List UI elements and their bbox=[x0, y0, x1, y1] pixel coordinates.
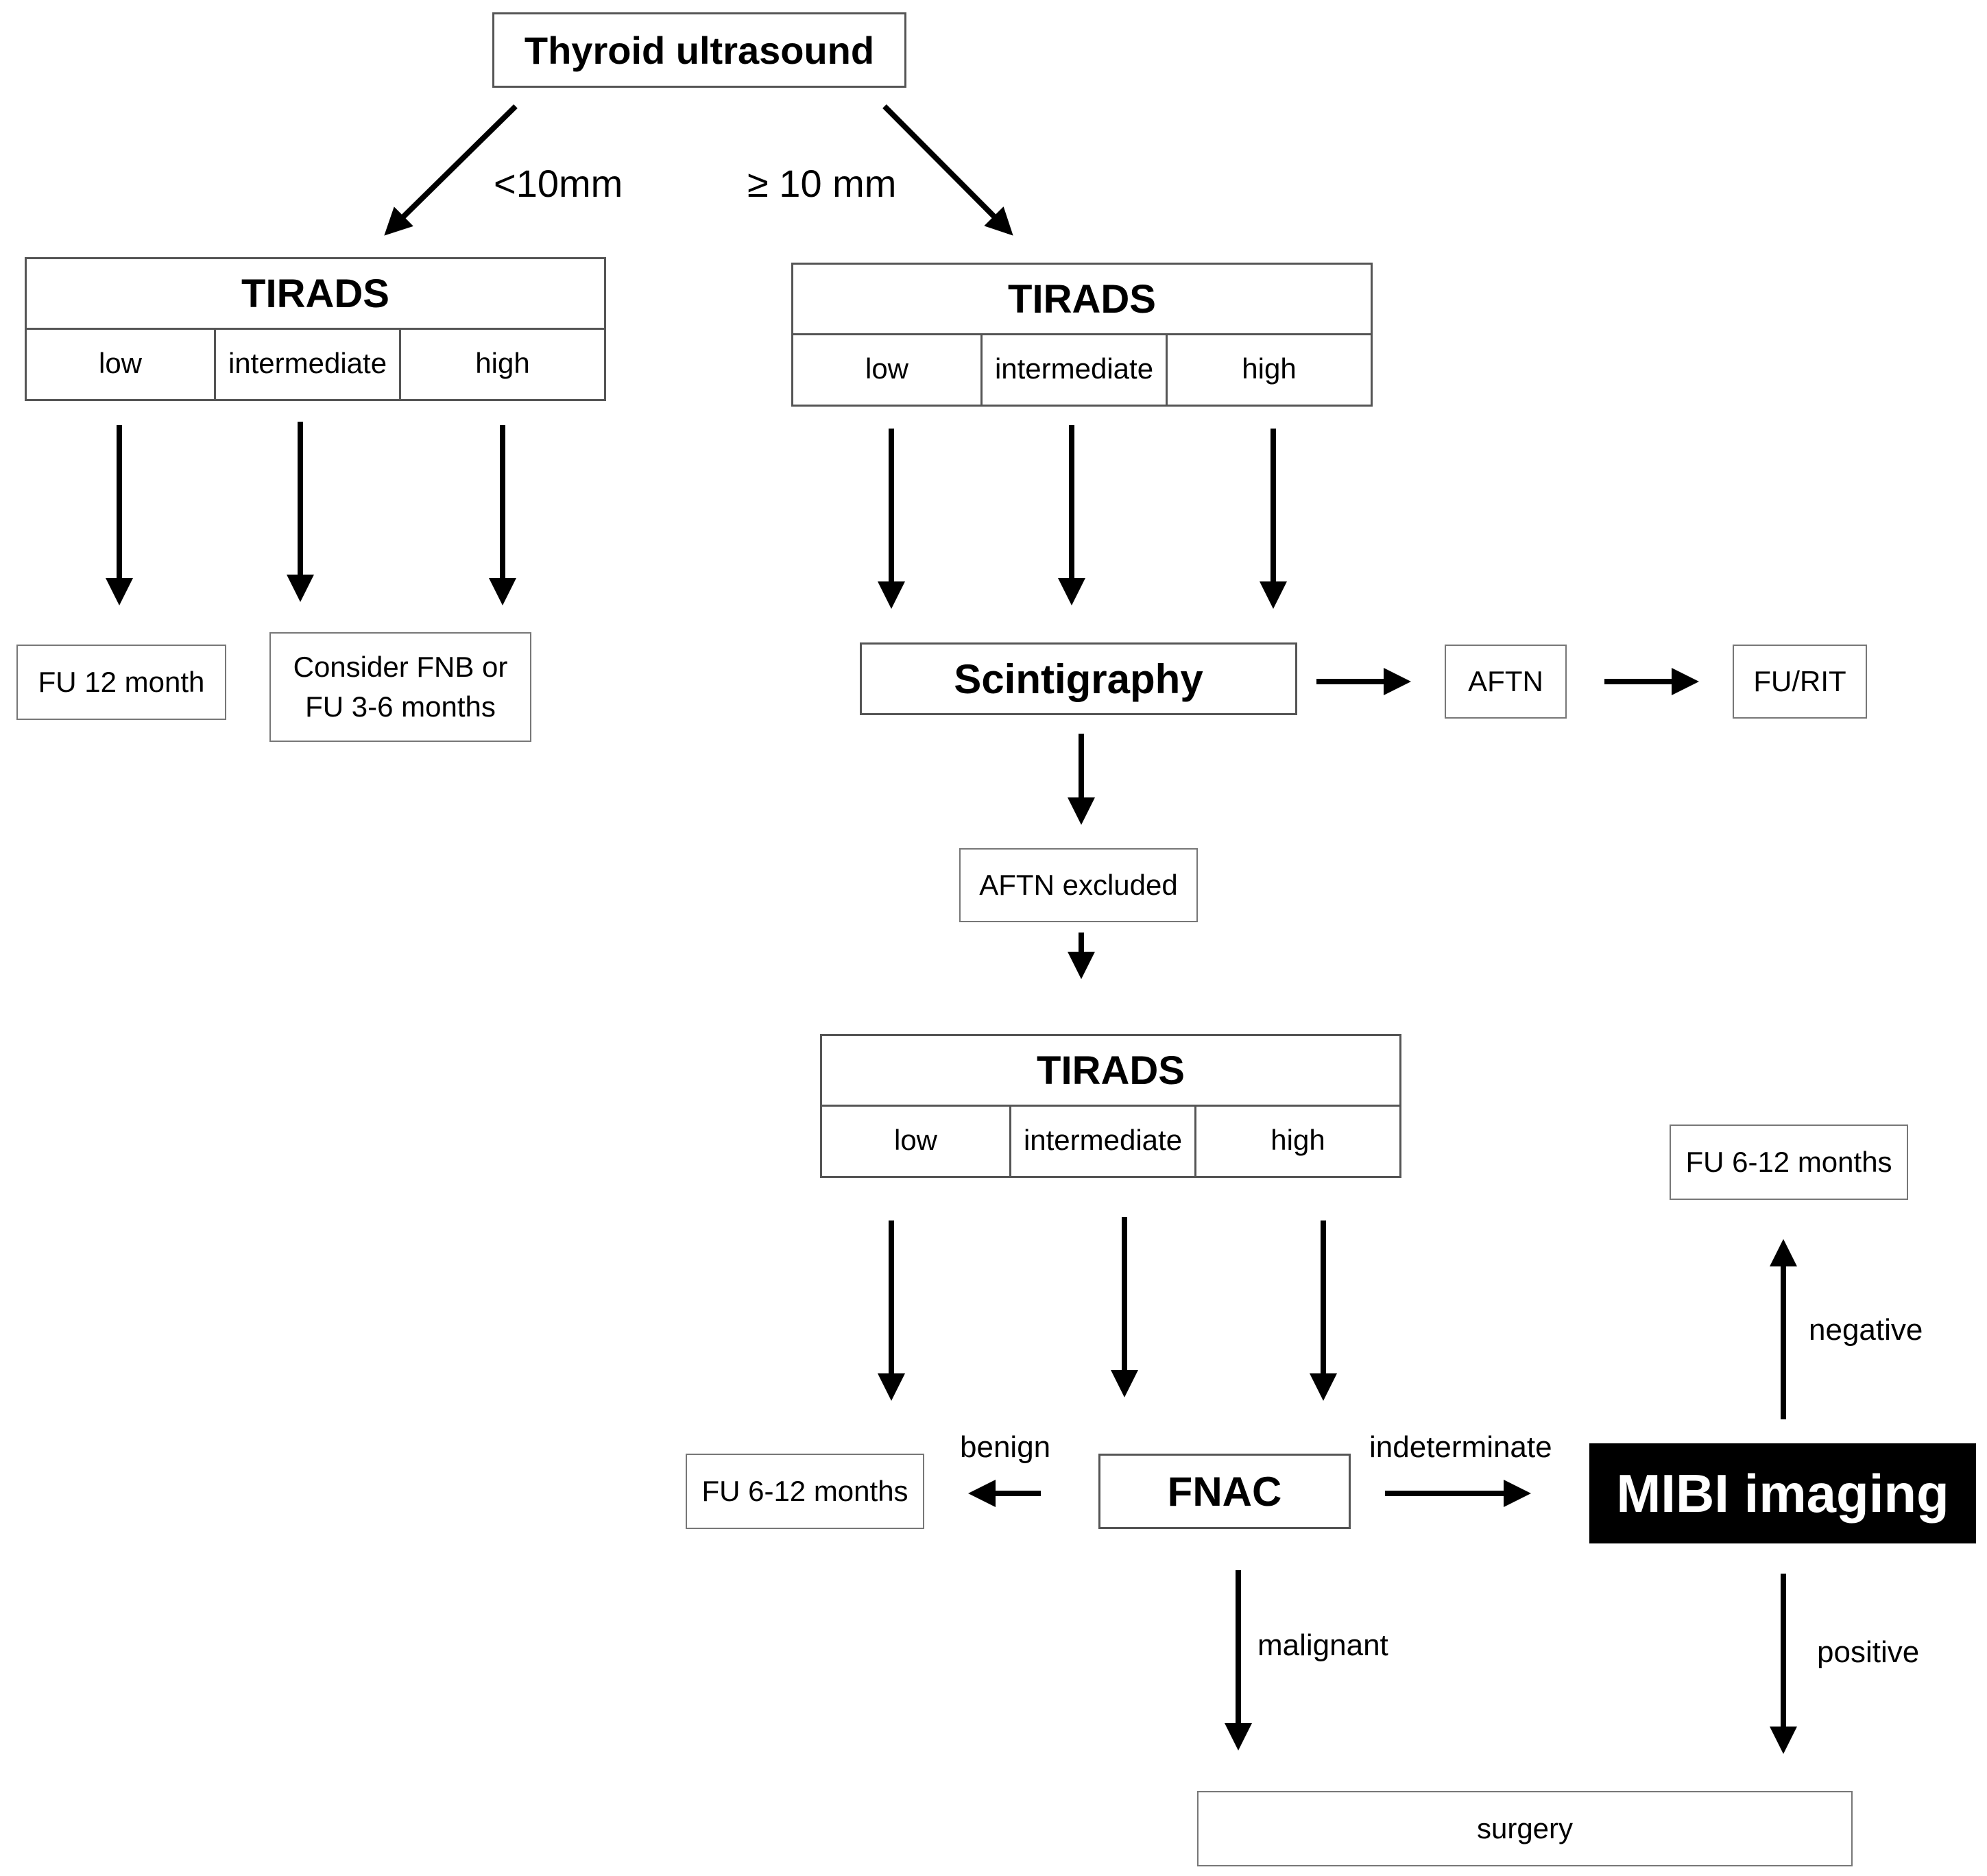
aftn-label: AFTN bbox=[1468, 665, 1543, 697]
tirads-bottom-intermediate: intermediate bbox=[1009, 1105, 1196, 1176]
edge-indeterminate-label: indeterminate bbox=[1369, 1430, 1552, 1464]
tirads-left-low: low bbox=[98, 347, 143, 379]
scintigraphy-node: Scintigraphy bbox=[860, 642, 1297, 715]
fu-rit-node: FU/RIT bbox=[1733, 645, 1867, 719]
fu-6-12-top-label: FU 6-12 months bbox=[1685, 1146, 1892, 1178]
tirads-right-title: TIRADS bbox=[793, 265, 1371, 335]
fu-12-month-node: FU 12 month bbox=[16, 645, 226, 720]
tirads-right-low: low bbox=[865, 352, 909, 385]
mibi-imaging-node: MIBI imaging bbox=[1589, 1443, 1976, 1543]
tirads-left-title: TIRADS bbox=[27, 259, 604, 330]
surgery-node: surgery bbox=[1197, 1791, 1853, 1866]
mibi-imaging-label: MIBI imaging bbox=[1616, 1463, 1949, 1524]
tirads-bottom-table: TIRADS low intermediate high bbox=[820, 1034, 1401, 1178]
thyroid-ultrasound-node: Thyroid ultrasound bbox=[492, 12, 906, 88]
fu-6-12-left-node: FU 6-12 months bbox=[686, 1454, 924, 1529]
fu-rit-label: FU/RIT bbox=[1753, 665, 1846, 697]
tirads-left-table: TIRADS low intermediate high bbox=[25, 257, 606, 401]
scintigraphy-label: Scintigraphy bbox=[954, 656, 1203, 702]
consider-fnb-line2: FU 3-6 months bbox=[305, 690, 496, 723]
arrow-start-to-large bbox=[882, 104, 1013, 236]
edge-benign-label: benign bbox=[960, 1430, 1051, 1464]
arrow-start-to-small bbox=[384, 104, 518, 236]
edge-malignant-label: malignant bbox=[1257, 1628, 1388, 1662]
tirads-bottom-high: high bbox=[1271, 1124, 1325, 1156]
fnac-label: FNAC bbox=[1167, 1468, 1282, 1515]
branch-large-label: ≥ 10 mm bbox=[747, 162, 897, 205]
tirads-left-high: high bbox=[475, 347, 530, 379]
consider-fnb-node: Consider FNB or FU 3-6 months bbox=[269, 632, 531, 742]
surgery-label: surgery bbox=[1476, 1812, 1574, 1844]
tirads-bottom-title: TIRADS bbox=[822, 1036, 1399, 1107]
fu-12-month-label: FU 12 month bbox=[38, 666, 205, 698]
fnac-node: FNAC bbox=[1098, 1454, 1351, 1529]
tirads-right-intermediate: intermediate bbox=[980, 333, 1168, 405]
aftn-excluded-node: AFTN excluded bbox=[959, 848, 1198, 922]
tirads-right-high: high bbox=[1242, 352, 1297, 385]
aftn-excluded-label: AFTN excluded bbox=[979, 869, 1178, 901]
aftn-node: AFTN bbox=[1445, 645, 1567, 719]
fu-6-12-left-label: FU 6-12 months bbox=[701, 1475, 908, 1507]
tirads-bottom-low: low bbox=[893, 1124, 938, 1156]
consider-fnb-line1: Consider FNB or bbox=[293, 651, 508, 683]
tirads-right-table: TIRADS low intermediate high bbox=[791, 263, 1373, 407]
thyroid-ultrasound-label: Thyroid ultrasound bbox=[524, 28, 875, 72]
fu-6-12-top-node: FU 6-12 months bbox=[1670, 1125, 1908, 1200]
tirads-left-intermediate: intermediate bbox=[214, 328, 401, 399]
edge-negative-label: negative bbox=[1809, 1313, 1923, 1347]
edge-positive-label: positive bbox=[1817, 1635, 1920, 1669]
branch-small-label: <10mm bbox=[494, 162, 623, 205]
